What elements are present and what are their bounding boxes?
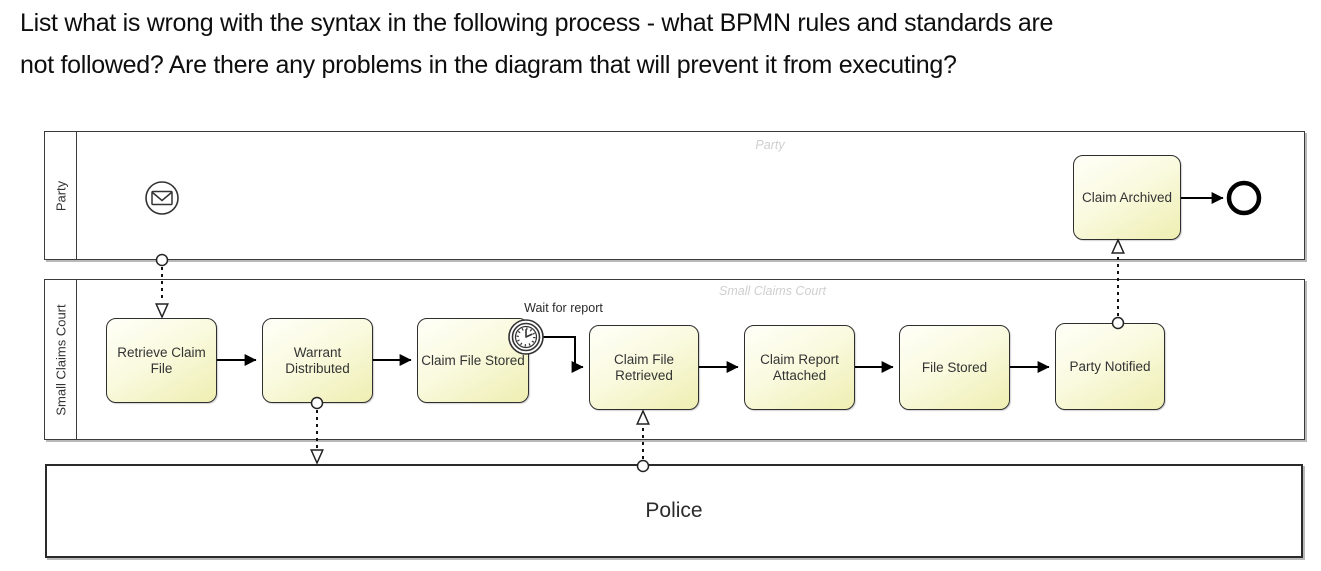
task-file-stored: File Stored [899,325,1010,410]
pool-police-label: Police [645,499,703,522]
task-claim-file-retrieved: Claim File Retrieved [589,325,699,410]
task-claim-file-stored: Claim File Stored [417,318,529,403]
pool-small-claims-court-label-band: Small Claims Court [45,280,77,439]
pool-party-label: Party [53,180,68,211]
task-claim-report-attached: Claim Report Attached [744,325,855,410]
task-claim-archived: Claim Archived [1073,155,1181,240]
timer-event-label: Wait for report [524,301,603,315]
pool-party-watermark: Party [755,138,785,152]
task-warrant-distributed: Warrant Distributed [262,318,373,403]
pool-small-claims-court-watermark: Small Claims Court [719,284,826,298]
task-retrieve-claim-file: Retrieve Claim File [106,318,217,403]
question-text: List what is wrong with the syntax in th… [20,9,1054,79]
pool-small-claims-court-label: Small Claims Court [53,303,68,416]
task-party-notified: Party Notified [1055,323,1165,410]
pool-party-label-band: Party [45,132,77,259]
pool-police: Police [45,464,1303,558]
